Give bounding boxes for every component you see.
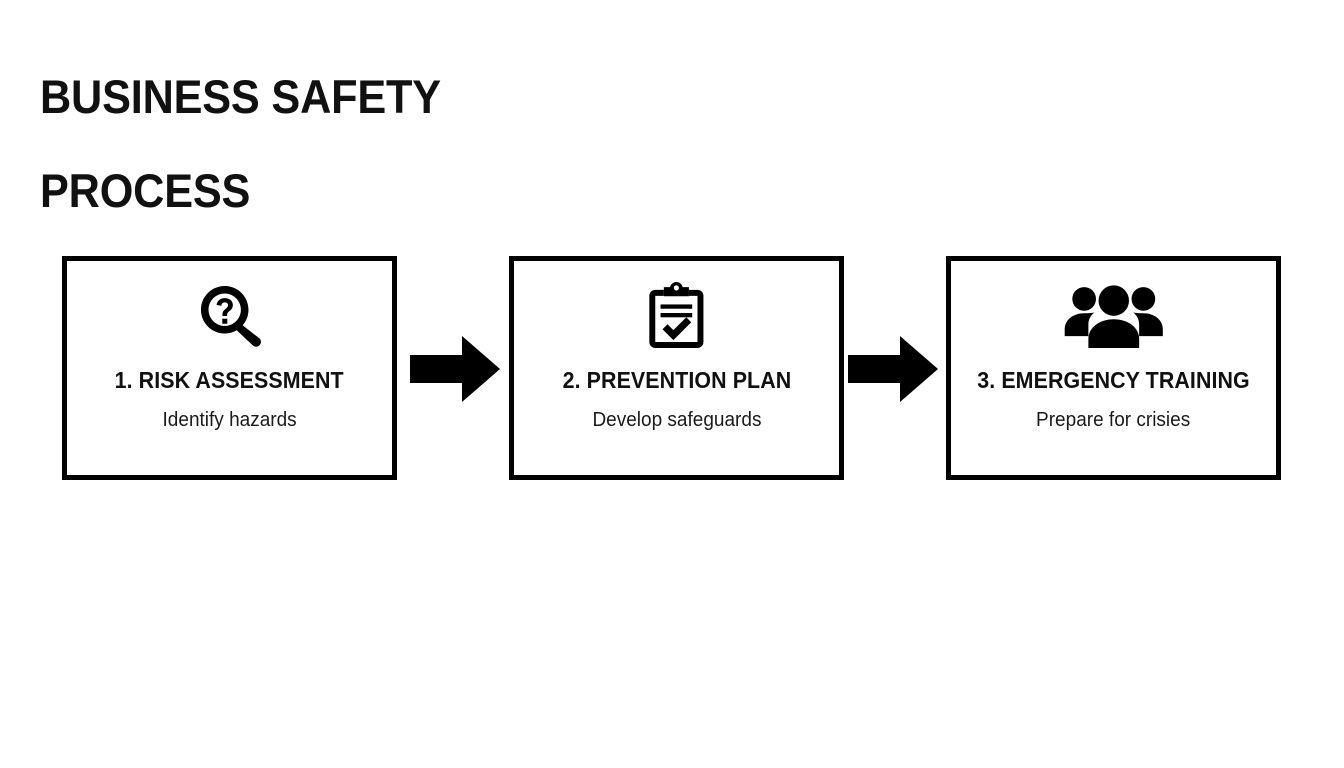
step-card-title: 1. RISK ASSESSMENT — [114, 367, 345, 393]
clipboard-check-icon — [648, 282, 705, 348]
step-card-risk-assessment[interactable]: 1. RISK ASSESSMENT Identify hazards — [62, 256, 397, 480]
step-card-emergency-training[interactable]: 3. EMERGENCY TRAINING Prepare for crisie… — [946, 256, 1281, 480]
step-card-subtitle: Prepare for crisies — [1036, 409, 1191, 431]
arrow-right-icon — [848, 336, 938, 402]
arrow-right-icon — [410, 336, 500, 402]
step-card-subtitle: Identify hazards — [162, 409, 297, 431]
step-card-title: 3. EMERGENCY TRAINING — [977, 367, 1250, 393]
step-card-subtitle: Develop safeguards — [591, 409, 761, 431]
page-title: BUSINESS SAFETY PROCESS — [40, 26, 629, 261]
magnifier-question-icon — [197, 282, 263, 348]
step-card-title: 2. PREVENTION PLAN — [562, 367, 791, 393]
page-title-line-1: BUSINESS SAFETY — [40, 70, 441, 123]
page-title-line-2: PROCESS — [40, 164, 251, 217]
process-flow: 1. RISK ASSESSMENT Identify hazards — [62, 256, 1282, 480]
step-card-prevention-plan[interactable]: 2. PREVENTION PLAN Develop safeguards — [509, 256, 844, 480]
people-group-icon — [1063, 282, 1165, 348]
